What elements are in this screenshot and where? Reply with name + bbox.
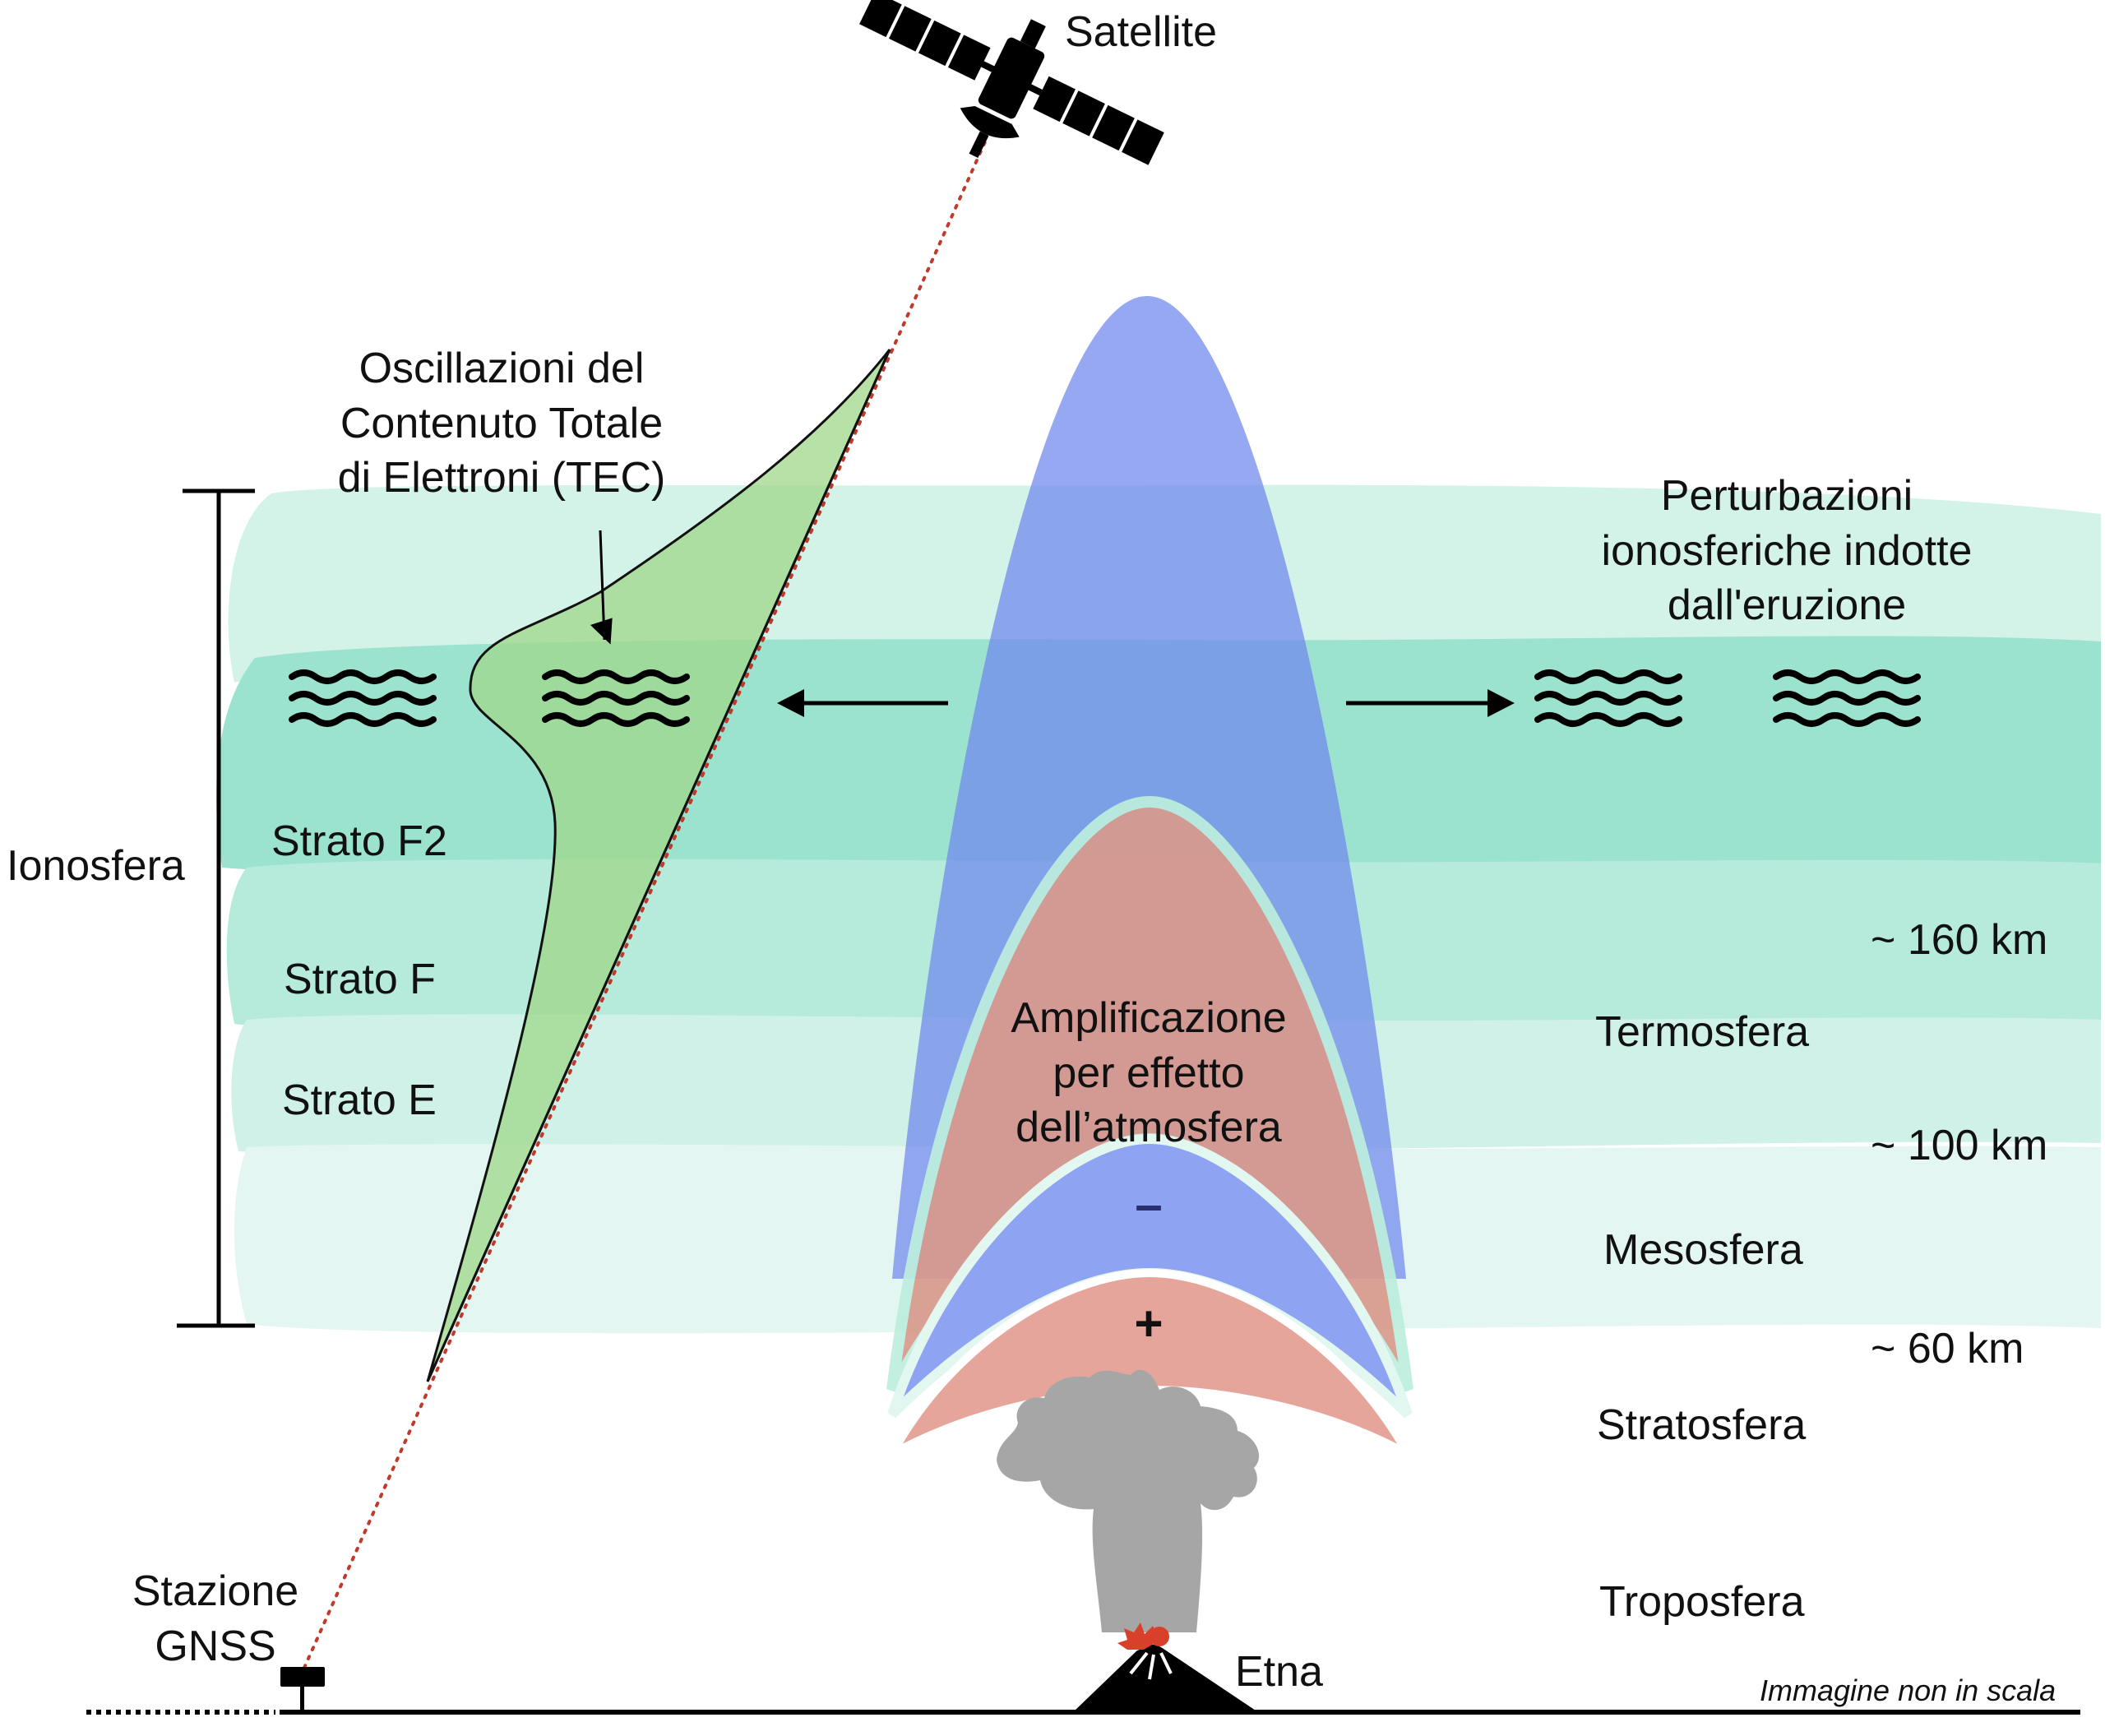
arrow-right-head	[1487, 689, 1515, 717]
ionosphere-label: Ionosfera	[7, 842, 185, 890]
wave-line	[289, 669, 437, 684]
wave-line	[1534, 691, 1682, 706]
mesosphere-label: Mesosfera	[1603, 1226, 1803, 1274]
layer-f2-label: Strato F2	[271, 817, 447, 865]
perturbations-label: Perturbazioni ionosferiche indotte dall'…	[1602, 469, 1973, 633]
ash-plume-icon	[997, 1369, 1260, 1632]
altitude-100-label: ~ 100 km	[1871, 1122, 2048, 1169]
satellite-icon	[859, 0, 1164, 165]
wave-icon	[1773, 669, 1921, 727]
wave-group	[289, 669, 1921, 727]
wave-line	[542, 691, 690, 706]
troposphere-label: Troposfera	[1599, 1578, 1805, 1626]
gnss-receiver-icon	[280, 1667, 325, 1712]
altitude-60-label: ~ 60 km	[1871, 1325, 2024, 1373]
wave-line	[1773, 669, 1921, 684]
wave-icon	[542, 669, 690, 727]
wave-icon	[289, 669, 437, 727]
stratosphere-label: Stratosfera	[1597, 1401, 1807, 1449]
ionosphere-bracket	[177, 488, 255, 1328]
wave-line	[542, 669, 690, 684]
layer-f-label: Strato F	[284, 956, 436, 1003]
wave-line	[289, 691, 437, 706]
thermosphere-label: Termosfera	[1595, 1008, 1810, 1056]
amplification-label-line: Amplificazione	[1011, 994, 1287, 1042]
arrow-left-head	[777, 689, 804, 717]
wave-line	[1773, 712, 1921, 727]
wave-line	[1534, 712, 1682, 727]
perturbations-label-line: dall'eruzione	[1667, 581, 1907, 630]
perturbations-label-line: Perturbazioni	[1660, 472, 1913, 520]
wave-line	[1773, 691, 1921, 706]
gnss-station-label-line: Stazione	[132, 1567, 299, 1615]
satellite-label: Satellite	[1065, 8, 1217, 56]
amplification-label-line: dell’atmosfera	[1015, 1104, 1282, 1152]
acoustic-arches	[881, 795, 1418, 1465]
arrows	[599, 530, 1515, 717]
line-of-sight-ionosphere	[426, 349, 891, 1382]
tec-pointer-head	[590, 618, 613, 645]
gnss-station-label-line: GNSS	[155, 1622, 276, 1670]
scale-note: Immagine non in scala	[1760, 1674, 2056, 1707]
altitude-160-label: ~ 160 km	[1871, 916, 2048, 964]
wave-line	[542, 712, 690, 727]
tec-label-line: Oscillazioni del	[359, 345, 645, 392]
tec-label-line: Contenuto Totale	[340, 399, 664, 447]
wave-icon	[1534, 669, 1682, 727]
gnss-station-label: Stazione GNSS	[132, 1564, 298, 1674]
minus-sign: –	[1135, 1177, 1163, 1232]
line-of-sight	[303, 137, 988, 1669]
perturbations-label-line: ionosferiche indotte	[1601, 526, 1973, 575]
volcano-icon	[1073, 1623, 1258, 1712]
wave-line	[289, 712, 437, 727]
tec-label-line: di Elettroni (TEC)	[337, 454, 666, 502]
amplification-label: Amplificazione per effetto dell’atmosfer…	[1011, 991, 1286, 1155]
volcano-label: Etna	[1235, 1648, 1323, 1696]
wave-line	[1534, 669, 1682, 684]
plus-sign: +	[1134, 1296, 1164, 1351]
layer-e-label: Strato E	[282, 1076, 437, 1124]
amplification-label-line: per effetto	[1052, 1049, 1245, 1097]
tec-label: Oscillazioni del Contenuto Totale di Ele…	[338, 341, 666, 506]
